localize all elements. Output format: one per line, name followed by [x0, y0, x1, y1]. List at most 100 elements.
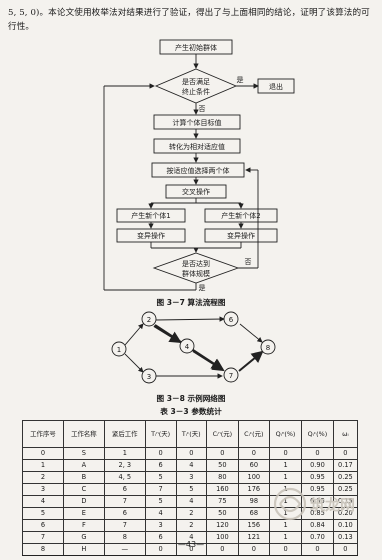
table-cell: 2 — [175, 519, 208, 532]
table-header-cell: Tᵢⁿ(天) — [144, 420, 177, 448]
table-cell: 0 — [269, 447, 303, 460]
node-8 — [260, 339, 276, 355]
node-7 — [223, 367, 239, 383]
table-cell: A — [62, 459, 105, 472]
table-header-cell: Tᵢᶜ(天) — [175, 420, 208, 448]
table-header-cell: Qᵢⁿ(%) — [269, 420, 303, 448]
table-header-cell: 工作序号 — [22, 420, 64, 448]
table-cell: 1 — [22, 459, 64, 472]
table-cell: C — [62, 483, 105, 496]
table-cell: 160 — [206, 483, 239, 496]
table-cell: 1 — [269, 459, 303, 472]
mutate-a-label: 变异操作 — [137, 231, 165, 240]
crossover-label: 交叉操作 — [182, 187, 210, 196]
step-compute-box — [153, 114, 241, 130]
table-cell: 3 — [22, 483, 64, 496]
table-cell: 4 — [175, 459, 208, 472]
table-cell: B — [62, 471, 105, 484]
table-cell: 2 — [175, 507, 208, 520]
table-cell: 68 — [237, 507, 271, 520]
table-cell: 0 — [144, 447, 177, 460]
exit-label: 退出 — [269, 82, 283, 91]
table-cell: 6 — [144, 459, 177, 472]
table-cell: 5 — [22, 507, 64, 520]
table-cell: 6 — [103, 483, 146, 496]
node-2 — [141, 311, 157, 327]
svg-text:筑龙网: 筑龙网 — [309, 496, 355, 514]
figure-caption-2: 图 3－8 示例网络图 — [156, 394, 226, 403]
table-cell: 98 — [237, 495, 271, 508]
table-cell: 5 — [175, 483, 208, 496]
mutate-b-label: 变异操作 — [227, 231, 255, 240]
table-cell: 80 — [206, 471, 239, 484]
table-cell: 75 — [206, 495, 239, 508]
new-b-label: 产生新个体2 — [221, 211, 260, 220]
table-cell: 0 — [144, 543, 177, 556]
node-7-label: 7 — [229, 372, 233, 380]
step1-label: 计算个体目标值 — [173, 118, 222, 127]
table-cell: 0 — [206, 543, 239, 556]
table-cell: 50 — [206, 459, 239, 472]
table-cell: F — [62, 519, 105, 532]
node-4 — [179, 338, 195, 354]
step-fitness-box — [153, 138, 241, 154]
table-cell: 0 — [206, 447, 239, 460]
step2-label: 转化为相对适应值 — [169, 142, 225, 151]
table-cell: 2, 3 — [103, 459, 146, 472]
table-cell: 0.90 — [301, 459, 334, 472]
table-cell: 5 — [144, 495, 177, 508]
table-cell: 2 — [22, 471, 64, 484]
table-cell: 4 — [144, 507, 177, 520]
table-cell: 0.17 — [332, 459, 359, 472]
table-header-cell: Cᵢᶜ(元) — [237, 420, 271, 448]
table-cell: 6 — [103, 507, 146, 520]
figure-caption-1: 图 3－7 算法流程图 — [156, 298, 226, 307]
decision2-line1: 是否达到 — [182, 259, 210, 268]
table-cell: 0 — [237, 543, 271, 556]
decision2-line2: 群体规模 — [182, 269, 210, 278]
table-header-cell: Cᵢⁿ(元) — [206, 420, 239, 448]
table-cell: 4 — [175, 495, 208, 508]
table-cell: 0 — [22, 447, 64, 460]
table-cell: 0 — [269, 543, 303, 556]
table-cell: 5 — [144, 471, 177, 484]
node-1-label: 1 — [117, 346, 121, 354]
table-cell: 50 — [206, 507, 239, 520]
table-cell: 0 — [237, 447, 271, 460]
node-6 — [223, 311, 239, 327]
table-cell: 4, 5 — [103, 471, 146, 484]
decision1-line2: 终止条件 — [182, 87, 210, 96]
algorithm-flowchart: 产生初始群体 是否满足 终止条件 是 退出 否 计算个体目标值 转化为相对适应值… — [103, 39, 295, 292]
table-cell: 7 — [144, 483, 177, 496]
node-8-label: 8 — [266, 344, 270, 352]
table-cell: 0 — [301, 447, 334, 460]
table-cell: 4 — [22, 495, 64, 508]
node-6-label: 6 — [229, 316, 234, 324]
table-cell: 6 — [22, 519, 64, 532]
body-paragraph: 5, 5, 0)。本论文使用枚举法对结果进行了验证，得出了与上面相同的结论，证明… — [8, 8, 370, 32]
decision-population — [152, 252, 240, 284]
network-diagram: 1 2 3 4 6 7 8 — [111, 311, 276, 384]
table-header-cell: 工作名称 — [62, 420, 105, 448]
table-cell: 3 — [144, 519, 177, 532]
table-cell: 3 — [175, 471, 208, 484]
no-label-top: 否 — [199, 105, 206, 113]
table-title: 表 3－3 参数统计 — [160, 407, 222, 416]
network-nodes — [111, 311, 276, 384]
table-cell: 0 — [332, 543, 359, 556]
node-3-label: 3 — [147, 373, 151, 381]
yes-label-bottom: 是 — [199, 284, 206, 292]
table-cell: — — [103, 543, 146, 556]
table-cell: 176 — [237, 483, 271, 496]
step-select-box — [151, 162, 245, 178]
node-4-label: 4 — [185, 343, 190, 351]
table-cell: 7 — [103, 495, 146, 508]
